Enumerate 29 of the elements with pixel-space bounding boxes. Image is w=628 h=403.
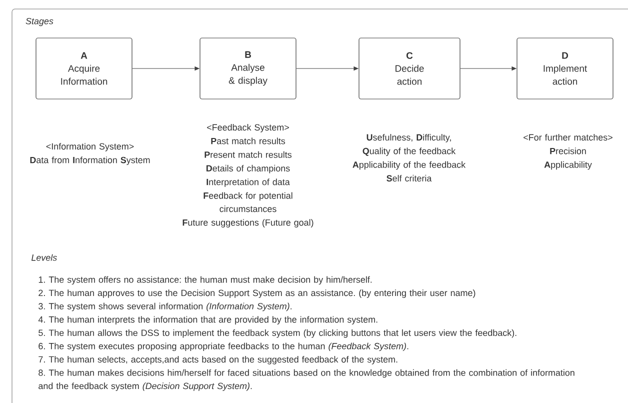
stage-box: C Decide action: [358, 38, 460, 100]
stage-description: Future suggestions (Future goal): [182, 219, 314, 228]
list-item: 5. The human allows the DSS to implement the feedback system (by clicking buttons that let users view the feedback).: [38, 329, 516, 338]
stage-description: <Feedback System>: [207, 124, 289, 132]
stage-description: Data from Information System: [30, 156, 150, 165]
stage-description: Details of champions: [206, 164, 290, 174]
stage-description: Applicability of the feedback: [352, 161, 466, 170]
list-item: 2. The human approves to use the Decision Support System as an assistance. (by entering their user name): [38, 290, 476, 298]
list-item: 4. The human interprets the information that are provided by the information system.: [38, 316, 378, 324]
stage-description: Applicability: [544, 161, 592, 170]
list-item: 7. The human selects, accepts,and acts based on the suggested feedback of the system.: [38, 356, 398, 364]
list-item: 1. The system offers no assistance: the human must make decision by him/herself.: [38, 276, 372, 285]
stage-description: Usefulness, Difficulty,: [366, 134, 451, 142]
stage-description: Precision: [550, 148, 586, 154]
stage-description: <For further matches>: [524, 134, 612, 141]
stage-box: D Implement action: [516, 38, 614, 100]
stage-description: Interpretation of data: [206, 178, 290, 187]
stage-description: <Information System>: [46, 142, 134, 152]
stage-box: A Acquire Information: [36, 38, 132, 100]
stage-box: B Analyse & display: [200, 38, 296, 100]
stage-description: Self criteria: [386, 174, 432, 182]
section-heading: Levels: [31, 254, 57, 261]
stage-description: Quality of the feedback: [362, 148, 456, 156]
list-item: 6. The system executes proposing appropriate feedbacks to the human (Feedback System).: [38, 342, 408, 352]
stage-description: Feedback for potential circumstances: [204, 192, 292, 212]
stage-description: Present match results: [204, 151, 292, 158]
list-item: 3. The system shows several information (Information System).: [38, 302, 292, 312]
list-item: 8. The human makes decisions him/herself for faced situations based on the knowledge obtained from the combination of information and the feedback system (Decision Support System).: [38, 369, 574, 391]
stage-description: Past match results: [211, 138, 286, 144]
